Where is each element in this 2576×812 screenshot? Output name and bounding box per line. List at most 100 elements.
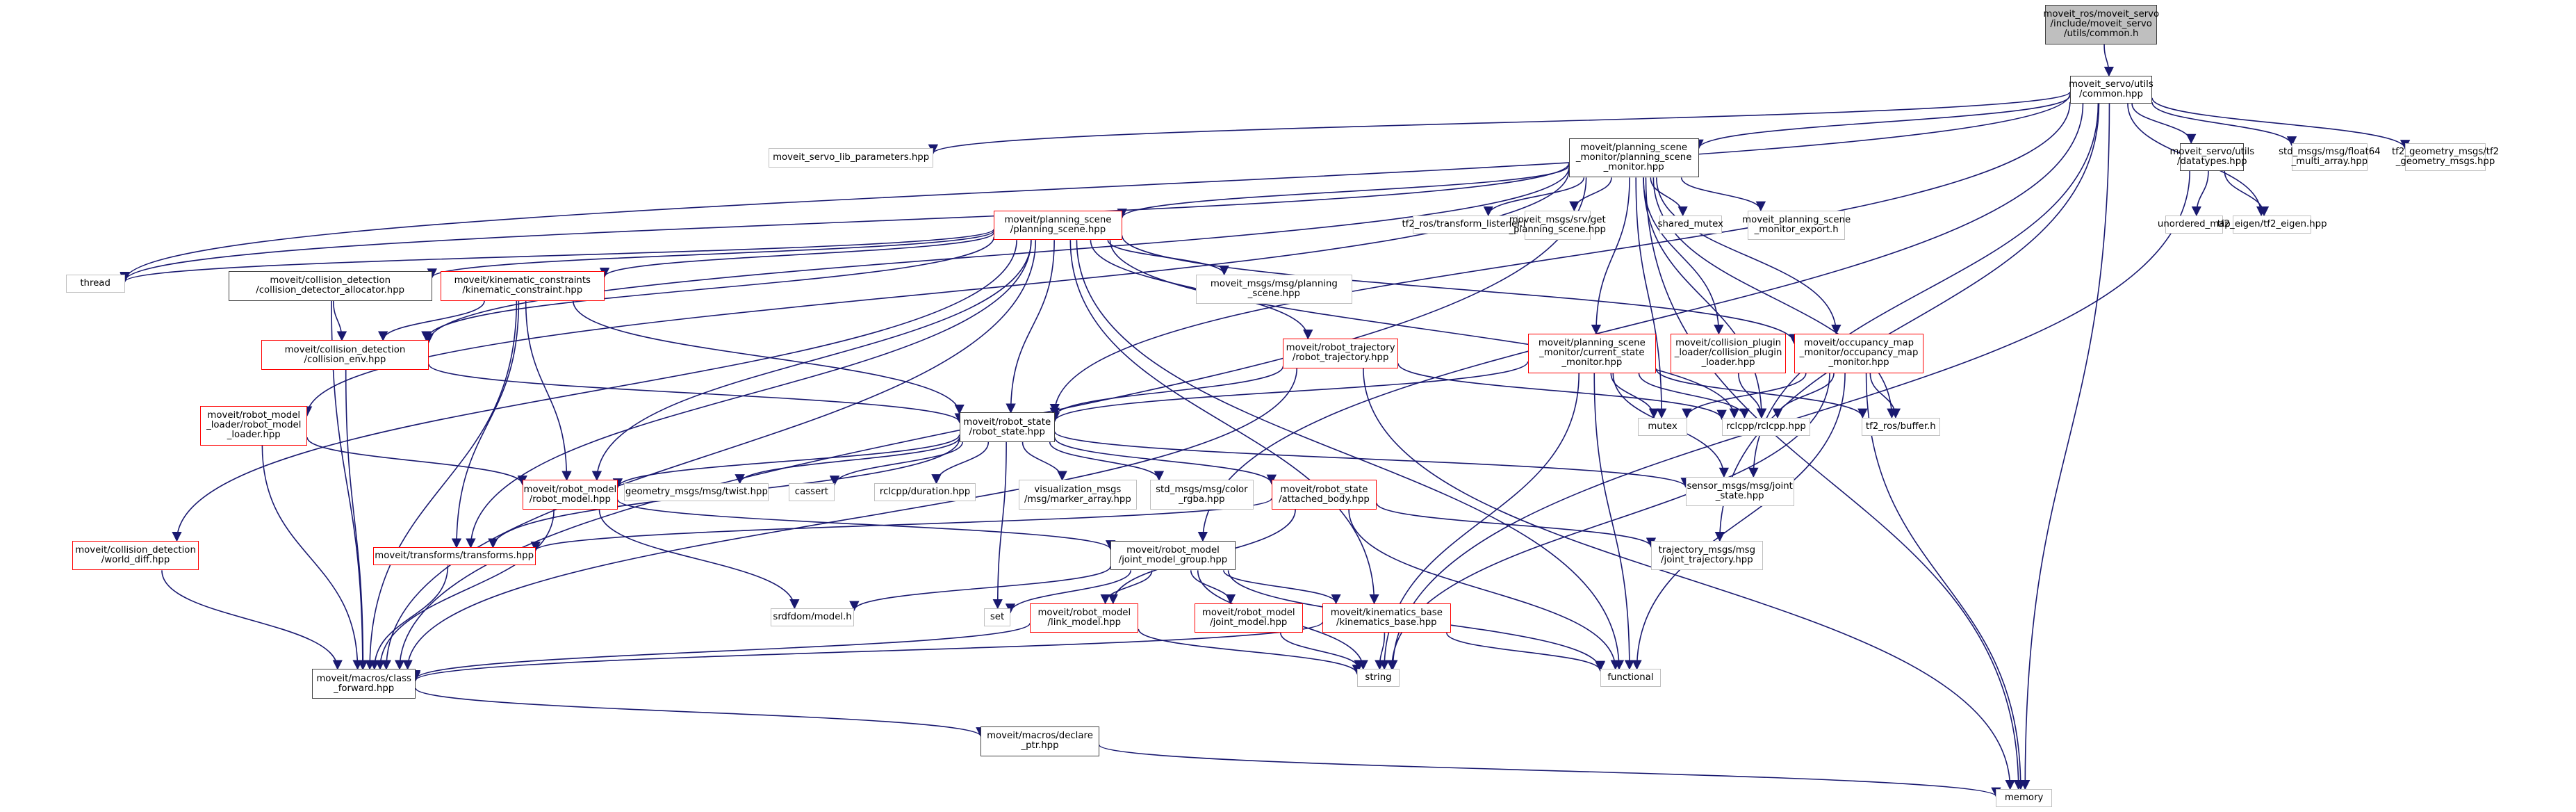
node-class-fwd[interactable]: moveit/macros/class _forward.hpp (312, 669, 416, 699)
edge-common-hpp-to-jmg (1197, 103, 2084, 542)
edge-declare-ptr-to-memory (1098, 744, 2001, 798)
edge-datatypes-to-tf2-eigen (2224, 170, 2270, 217)
edge-jmg-to-link-model (1100, 570, 1153, 605)
edge-coll-env-to-robot-state (428, 364, 965, 423)
node-transforms[interactable]: moveit/transforms/transforms.hpp (372, 547, 536, 566)
edge-robot-model-to-jmg (617, 499, 1116, 551)
edge-jmg-to-srdf (849, 566, 1111, 611)
node-robot-state[interactable]: moveit/robot_state /robot_state.hpp (959, 412, 1055, 442)
node-cassert: cassert (788, 483, 835, 502)
node-joint-model[interactable]: moveit/robot_model /joint_model.hpp (1194, 603, 1303, 633)
node-cd-alloc[interactable]: moveit/collision_detection /collision_de… (228, 271, 432, 301)
edge-psm-to-memory (1645, 177, 2024, 790)
edge-ps-to-class-fwd (381, 240, 1037, 670)
node-declare-ptr[interactable]: moveit/macros/declare _ptr.hpp (981, 726, 1099, 756)
edge-kin-con-to-robot-model (525, 300, 572, 481)
edge-robot-traj-to-robot-state (1049, 366, 1284, 418)
node-link-model[interactable]: moveit/robot_model /link_model.hpp (1030, 603, 1139, 633)
node-mutex: mutex (1638, 417, 1687, 436)
node-duration: rclcpp/duration.hpp (873, 483, 976, 502)
edge-kin-base-to-class-fwd (411, 622, 1323, 682)
edge-transforms-to-class-fwd (369, 565, 449, 670)
edge-class-fwd-to-declare-ptr (415, 688, 986, 738)
edge-ps-to-rclcpp (1109, 240, 1739, 419)
node-unordered-map: unordered_map (2158, 215, 2231, 234)
edge-common-hpp-to-servo-params (928, 91, 2071, 155)
edge-psm-to-omm (1656, 177, 1841, 335)
node-world-diff[interactable]: moveit/collision_detection /world_diff.h… (72, 540, 199, 571)
node-root[interactable]: moveit_ros/moveit_servo /include/moveit_… (2043, 5, 2159, 44)
edge-common-hpp-to-tf2geo (2151, 97, 2411, 150)
node-memory: memory (1996, 788, 2052, 807)
node-kin-base[interactable]: moveit/kinematics_base /kinematics_base.… (1322, 603, 1451, 633)
edge-psm-to-mutex (1635, 177, 1667, 419)
node-omm[interactable]: moveit/occupancy_map _monitor/occupancy_… (1794, 333, 1924, 373)
edge-coll-env-to-class-fwd (345, 369, 368, 670)
node-kin-con[interactable]: moveit/kinematic_constraints /kinematic_… (440, 271, 605, 301)
node-common-hpp[interactable]: moveit_servo/utils /common.hpp (2069, 75, 2153, 104)
node-string: string (1356, 669, 1400, 688)
node-rml[interactable]: moveit/robot_model _loader/robot_model _… (200, 406, 308, 446)
edge-ps-to-robot-state (1006, 240, 1055, 414)
edge-robot-state-to-attached (1053, 437, 1277, 485)
edge-kin-con-to-transforms (451, 300, 520, 549)
edge-omm-to-functional (1632, 373, 1846, 670)
node-ps-msg: moveit_msgs/msg/planning _scene.hpp (1196, 274, 1352, 304)
edge-common-hpp-to-thread (120, 93, 2071, 282)
edge-csm-to-rclcpp (1638, 373, 1750, 419)
edge-jmg-to-kin-base (1223, 570, 1341, 605)
edge-kin-base-to-string (1375, 633, 1386, 670)
edge-ps-to-robot-model (591, 240, 1032, 481)
edge-psm-to-ps (1117, 165, 1570, 219)
edge-csm-to-mutex (1610, 373, 1659, 419)
edge-psm-to-thread (120, 163, 1570, 282)
edge-psm-to-rclcpp (1643, 177, 1767, 419)
edge-attached-to-joint-traj (1376, 503, 1657, 548)
node-tf2-eigen: tf2_eigen/tf2_eigen.hpp (2217, 215, 2327, 234)
edge-world-diff-to-class-fwd (161, 570, 343, 670)
node-tf-listener: tf2_ros/transform_listener.h (1402, 215, 1529, 234)
edge-robot-traj-to-rclcpp (1397, 363, 1727, 421)
edge-link-model-to-string (1138, 628, 1362, 675)
node-get-ps: moveit_msgs/srv/get _planning_scene.hpp (1509, 210, 1606, 241)
node-attached[interactable]: moveit/robot_state /attached_body.hpp (1271, 480, 1377, 510)
node-twist: geometry_msgs/msg/twist.hpp (624, 483, 769, 502)
edge-robot-state-to-color (1049, 441, 1165, 481)
edge-attached-to-functional (1348, 509, 1621, 670)
edge-cpl-to-rclcpp (1737, 373, 1766, 419)
node-cpl[interactable]: moveit/collision_plugin _loader/collisio… (1671, 333, 1786, 373)
node-coll-env[interactable]: moveit/collision_detection /collision_en… (261, 340, 429, 370)
node-ps[interactable]: moveit/planning_scene /planning_scene.hp… (994, 210, 1122, 241)
edge-psm-to-shared-mutex (1650, 177, 1688, 217)
edge-jmg-to-joint-model (1190, 570, 1236, 605)
edge-kin-base-to-functional (1446, 633, 1605, 672)
node-psm[interactable]: moveit/planning_scene _monitor/planning_… (1568, 138, 1699, 178)
edge-omm-to-tf-buffer (1869, 373, 1901, 419)
edge-psm-to-get-ps (1569, 177, 1612, 212)
node-functional: functional (1600, 669, 1662, 688)
edge-omm-to-rclcpp (1772, 373, 1835, 419)
edge-ps-to-coll-env (421, 236, 995, 341)
node-jmg[interactable]: moveit/robot_model /joint_model_group.hp… (1110, 540, 1236, 571)
edge-omm-to-memory (1865, 373, 2026, 790)
edge-robot-model-to-class-fwd (375, 509, 555, 670)
node-joint-state: sensor_msgs/msg/joint _state.hpp (1685, 476, 1794, 507)
node-robot-traj[interactable]: moveit/robot_trajectory /robot_trajector… (1283, 339, 1398, 368)
edge-kin-con-to-robot-state (572, 300, 965, 415)
edge-csm-to-robot-state (1049, 361, 1529, 423)
edge-robot-state-to-robot-model (612, 435, 960, 489)
edge-robot-state-to-cassert (829, 441, 963, 486)
edge-datatypes-to-unordered-map (2191, 170, 2209, 217)
edge-common-hpp-to-psm (1693, 95, 2071, 150)
node-robot-model[interactable]: moveit/robot_model /robot_model.hpp (522, 480, 618, 510)
edge-psm-to-csm (1591, 177, 1630, 335)
edge-robot-state-to-joint-state (1053, 431, 1691, 488)
node-tf2geo: tf2_geometry_msgs/tf2 _geometry_msgs.hpp (2392, 143, 2499, 171)
node-psm-export: moveit_planning_scene _monitor_export.h (1742, 210, 1851, 241)
node-joint-traj: trajectory_msgs/msg /joint_trajectory.hp… (1650, 540, 1763, 571)
node-datatypes[interactable]: moveit_servo/utils /datatypes.hpp (2169, 143, 2254, 171)
node-srdf: srdfdom/model.h (770, 608, 855, 626)
node-csm[interactable]: moveit/planning_scene _monitor/current_s… (1527, 333, 1657, 373)
